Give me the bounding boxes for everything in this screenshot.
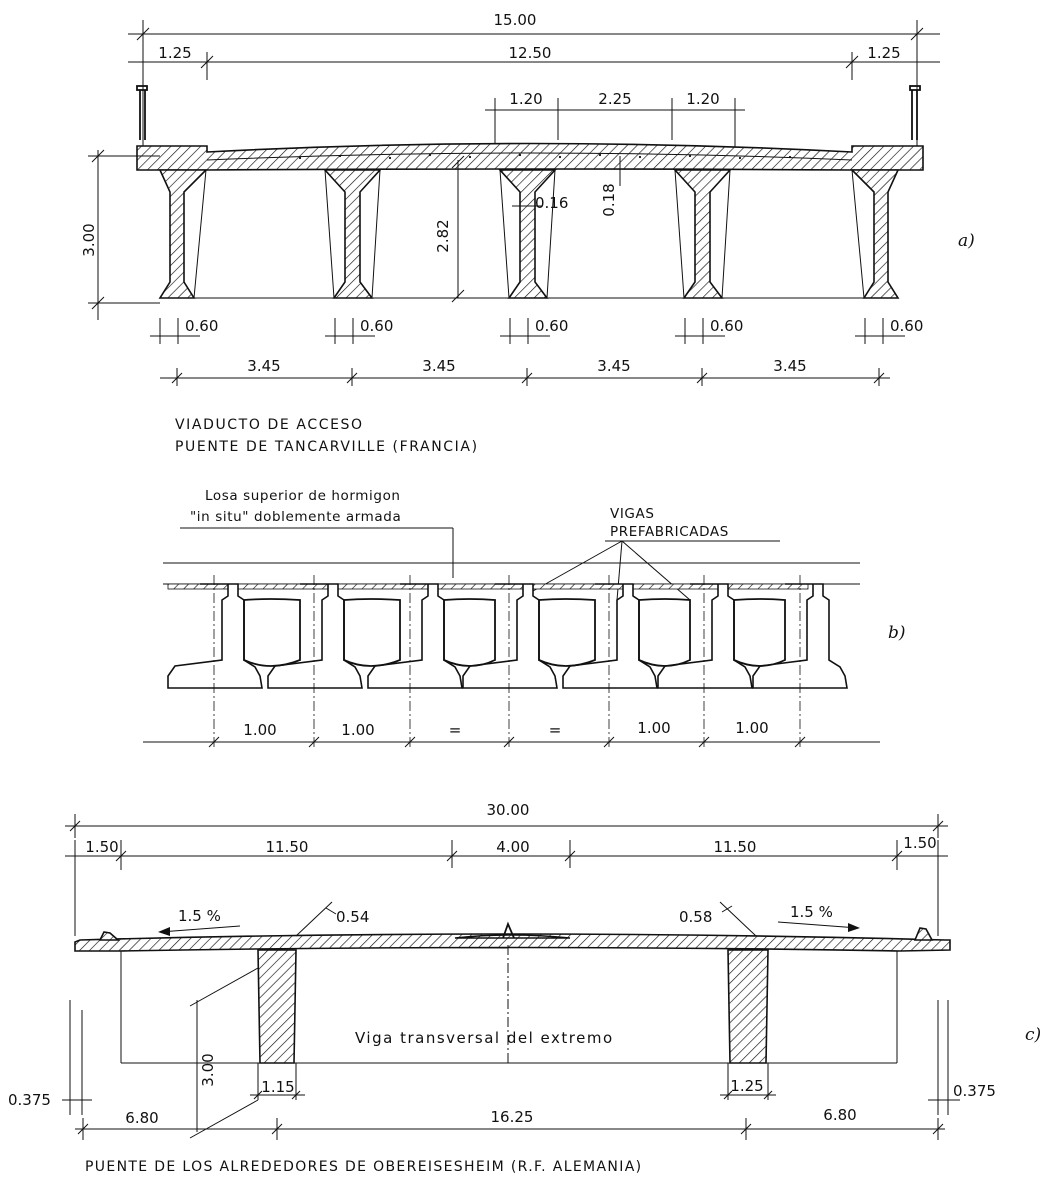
tag-c: c) <box>1025 1025 1041 1045</box>
dim-spacing-a-3: 3.45 <box>597 357 630 375</box>
dim-height-c: 3.00 <box>199 1053 217 1086</box>
dim-line-slab-left-c <box>295 901 337 937</box>
dim-total-a: 15.00 <box>494 11 537 29</box>
dim-slab-left-c: 0.54 <box>336 908 369 926</box>
dim-slab-a: 0.18 <box>600 183 618 216</box>
dim-unit-b-4: 1.00 <box>735 719 768 737</box>
figure-b: Losa superior de hormigon "in situ" dobl… <box>143 488 906 748</box>
dim-crown-right-a: 1.20 <box>686 90 719 108</box>
dim-web-left-c: 1.15 <box>261 1078 294 1096</box>
slope-left-c: 1.5 % <box>178 907 221 925</box>
figure-c: 30.00 1.50 11.50 4.00 11.50 1.50 1.5 % 1… <box>8 801 1041 1175</box>
dim-line-height-c <box>189 967 259 1139</box>
dim-line-total-c <box>65 814 948 838</box>
note-crossbeam-c: Viga transversal del extremo <box>355 1029 614 1047</box>
dim-flange-a-2: 0.60 <box>360 317 393 335</box>
dim-roadway-a: 12.50 <box>509 44 552 62</box>
dim-line-crown-a <box>485 98 745 148</box>
box-cells-b <box>243 598 786 667</box>
precast-beams-b <box>167 583 848 689</box>
girder-a-2 <box>323 169 382 299</box>
dim-lane-right-c: 11.50 <box>714 838 757 856</box>
girder-a-4 <box>673 169 732 299</box>
note-slab-line2: "in situ" doblemente armada <box>190 509 401 525</box>
caption-c: PUENTE DE LOS ALREDEDORES DE OBEREISESHE… <box>85 1159 642 1175</box>
dim-spacing-a-2: 3.45 <box>422 357 455 375</box>
note-beams-line2: PREFABRICADAS <box>610 524 729 540</box>
note-slab-line1: Losa superior de hormigon <box>205 488 401 504</box>
slope-left-arrow <box>158 925 241 936</box>
dim-line-inner-height-a <box>451 155 465 303</box>
dim-web-a: 0.16 <box>535 194 568 212</box>
dim-crown-left-a: 1.20 <box>509 90 542 108</box>
dim-web-right-c: 1.25 <box>730 1077 763 1095</box>
dim-side-left-a: 1.25 <box>158 44 191 62</box>
dim-line-web-left-c <box>250 1090 305 1100</box>
dim-line-curb-left-c <box>62 1000 92 1115</box>
girder-a-3 <box>498 169 557 299</box>
dim-flange-a-4: 0.60 <box>710 317 743 335</box>
dim-curb-right-c: 0.375 <box>953 1082 996 1100</box>
dim-height-a: 3.00 <box>80 223 98 256</box>
tag-b: b) <box>888 623 906 643</box>
slab-b <box>167 583 809 590</box>
slope-right-arrow <box>777 921 860 932</box>
dim-line-web-right-c <box>720 1090 776 1100</box>
dim-flange-a-5: 0.60 <box>890 317 923 335</box>
dim-spacing-a-4: 3.45 <box>773 357 806 375</box>
dim-crown-center-a: 2.25 <box>598 90 631 108</box>
dim-unit-b-1: 1.00 <box>243 721 276 739</box>
dim-flange-a-1: 0.60 <box>185 317 218 335</box>
dim-unit-b-3: 1.00 <box>637 719 670 737</box>
dim-equal-b-2: = <box>549 721 562 739</box>
dim-edge-right-c: 1.50 <box>903 834 936 852</box>
caption-a-line1: VIADUCTO DE ACCESO <box>175 417 364 433</box>
note-beams-line1: VIGAS <box>610 506 654 522</box>
crossbeam-c <box>120 945 898 1064</box>
dim-curb-left-c: 0.375 <box>8 1091 51 1109</box>
dim-unit-b-2: 1.00 <box>341 721 374 739</box>
girder-a-1 <box>158 169 208 299</box>
dim-slab-right-c: 0.58 <box>679 908 712 926</box>
note-beams-leaders <box>516 540 691 601</box>
dim-line-spans-c <box>75 1118 945 1140</box>
dim-edge-left-c: 1.50 <box>85 838 118 856</box>
tag-a: a) <box>958 231 975 251</box>
deck-c <box>74 921 951 952</box>
dim-line-total-a <box>128 20 940 48</box>
girder-a-5 <box>850 169 900 299</box>
dim-inner-height-a: 2.82 <box>434 219 452 252</box>
dim-line-flange-a <box>150 318 905 344</box>
parapet-right <box>909 85 921 140</box>
parapet-left <box>136 85 148 140</box>
dim-side-right-a: 1.25 <box>867 44 900 62</box>
caption-a-line2: PUENTE DE TANCARVILLE (FRANCIA) <box>175 439 479 455</box>
dim-line-slab-right-c <box>719 901 757 937</box>
dim-spacing-a-1: 3.45 <box>247 357 280 375</box>
dim-main-span-c: 16.25 <box>491 1108 534 1126</box>
dim-line-curb-right-c <box>928 1000 960 1115</box>
dim-median-c: 4.00 <box>496 838 529 856</box>
centerlines-b <box>213 575 801 748</box>
dim-overhang-left-c: 6.80 <box>125 1109 158 1127</box>
dim-equal-b-1: = <box>449 721 462 739</box>
dim-line-height-a <box>88 149 160 320</box>
slope-right-c: 1.5 % <box>790 903 833 921</box>
deck-slab-a <box>136 142 924 171</box>
dim-ticks-b <box>208 736 806 748</box>
dim-flange-a-3: 0.60 <box>535 317 568 335</box>
dim-total-c: 30.00 <box>487 801 530 819</box>
dim-line-spacing-a <box>160 368 890 386</box>
dim-overhang-right-c: 6.80 <box>823 1106 856 1124</box>
figure-a: 15.00 1.25 12.50 1.25 1.20 2.25 1.20 <box>80 11 975 455</box>
dim-line-lanes-c <box>65 840 948 936</box>
dim-lane-left-c: 11.50 <box>266 838 309 856</box>
